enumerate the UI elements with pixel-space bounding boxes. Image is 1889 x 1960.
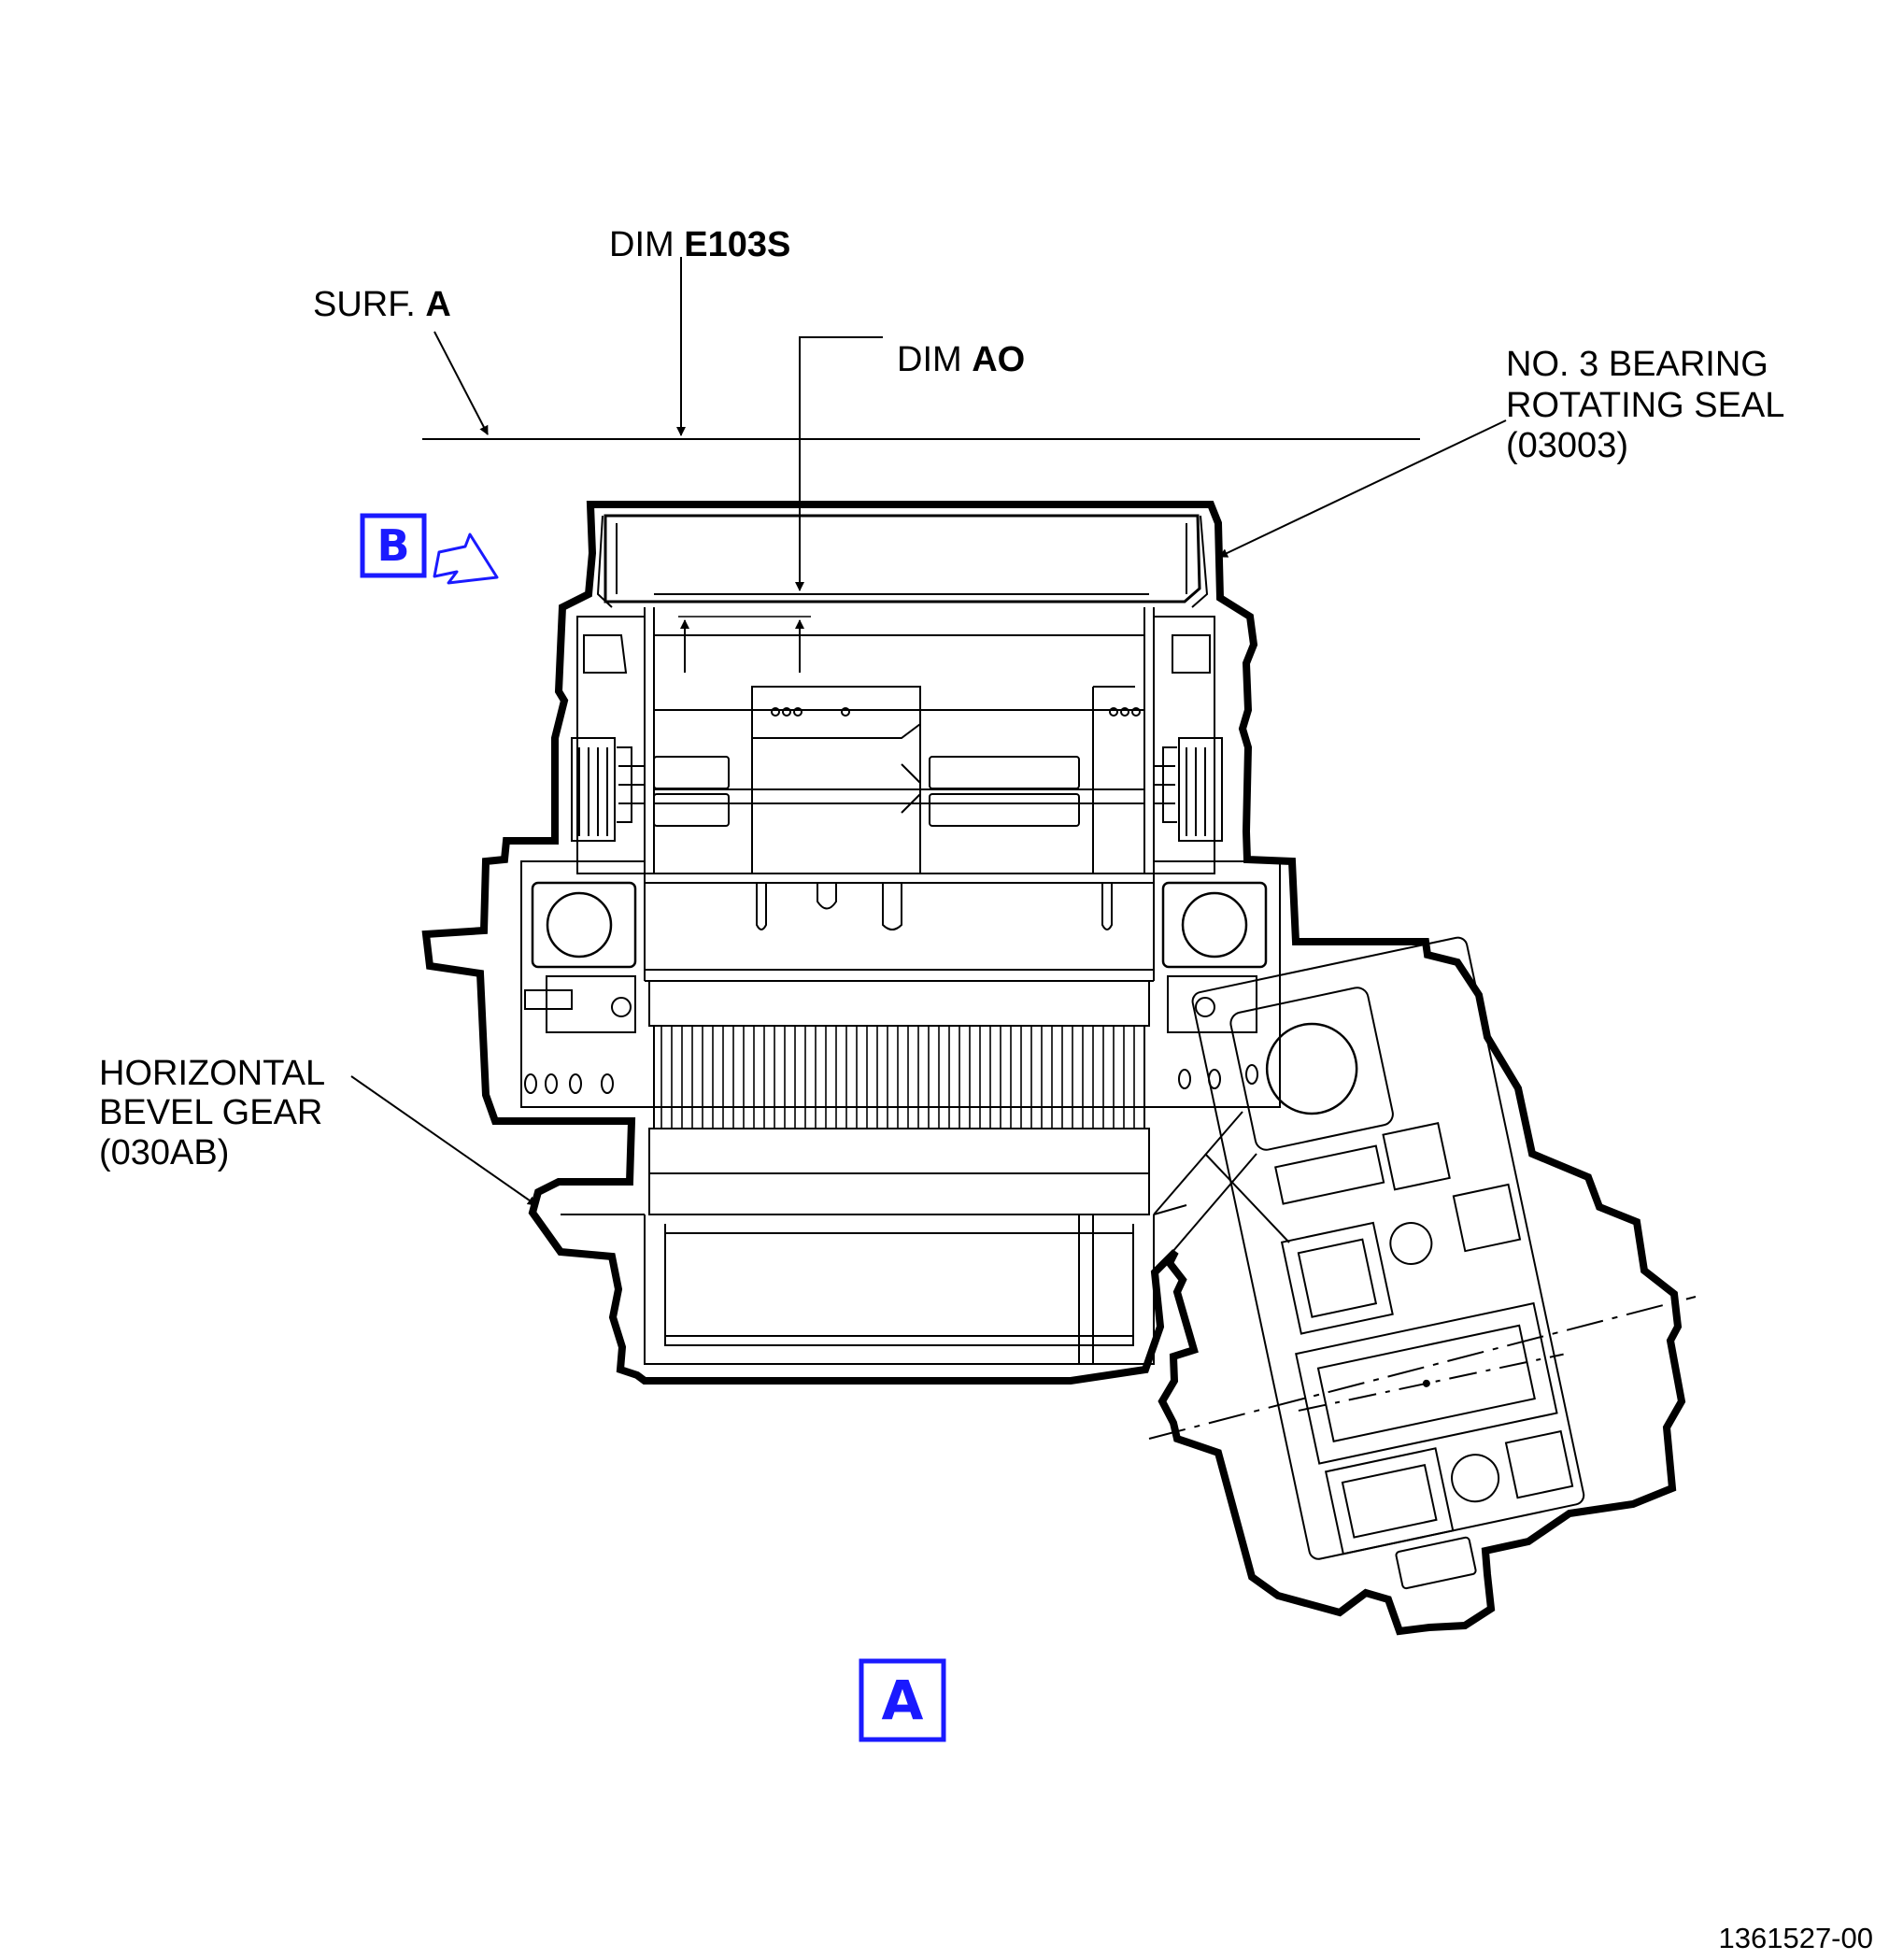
dim-ao-leader <box>795 336 883 591</box>
reference-lines <box>350 257 1507 1206</box>
surf-a-prefix: SURF. <box>313 285 425 324</box>
dim-ao-label: DIM AO <box>897 340 1025 379</box>
bearing-seal-line3: (03003) <box>1506 426 1628 465</box>
transition-web <box>1153 1111 1290 1253</box>
bearing-seal-leader <box>1218 419 1507 558</box>
rotating-seal <box>596 514 1209 608</box>
left-bearing-stack <box>571 616 646 874</box>
ball-bearings <box>531 881 1268 969</box>
accessory-case <box>1191 936 1585 1560</box>
bearing-seal-label: NO. 3 BEARING ROTATING SEAL (03003) <box>1506 345 1794 465</box>
view-marker-b-letter: B <box>376 520 409 571</box>
dim-e103s-prefix: DIM <box>609 225 684 264</box>
side-features <box>524 975 1258 1094</box>
surf-a-label: SURF. A <box>313 285 451 324</box>
surf-a-value: A <box>425 285 450 324</box>
shaft-internals <box>653 686 1141 873</box>
surf-a-leader <box>433 331 489 435</box>
bevel-gear-leader <box>350 1075 537 1206</box>
gear-tooth-lines <box>660 1026 1135 1129</box>
accessory-shaft-centerline <box>1148 1296 1697 1440</box>
bearing-seal-line1: NO. 3 BEARING <box>1506 345 1768 384</box>
bevel-gear-line2: BEVEL GEAR <box>99 1093 322 1132</box>
bevel-gear-line1: HORIZONTAL <box>99 1054 324 1093</box>
dim-ao-prefix: DIM <box>897 340 972 379</box>
bevel-gear-line3: (030AB) <box>99 1133 229 1172</box>
view-marker-a: A <box>859 1658 946 1742</box>
view-marker-b: B <box>360 513 499 585</box>
figure-number: 1361527-00 <box>1719 1922 1874 1954</box>
upper-bore <box>644 607 1155 874</box>
gearbox-housing <box>421 501 1686 1636</box>
right-bearing-stack <box>1153 616 1223 874</box>
dim-ao-value: AO <box>972 340 1025 379</box>
bearing-seal-line2: ROTATING SEAL <box>1506 386 1783 425</box>
angled-accessory-gearbox <box>1191 936 1585 1590</box>
bevel-gear-teeth <box>648 980 1150 1174</box>
view-marker-a-letter: A <box>882 1669 924 1732</box>
lower-sleeve <box>561 1173 1187 1365</box>
housing-outer-outline <box>421 501 1686 1636</box>
view-b-arrow-icon <box>433 533 499 585</box>
bevel-gear-label: HORIZONTAL BEVEL GEAR (030AB) <box>99 1054 334 1172</box>
dim-e103s-value: E103S <box>684 225 790 264</box>
dim-e103s-label: DIM E103S <box>609 225 790 264</box>
